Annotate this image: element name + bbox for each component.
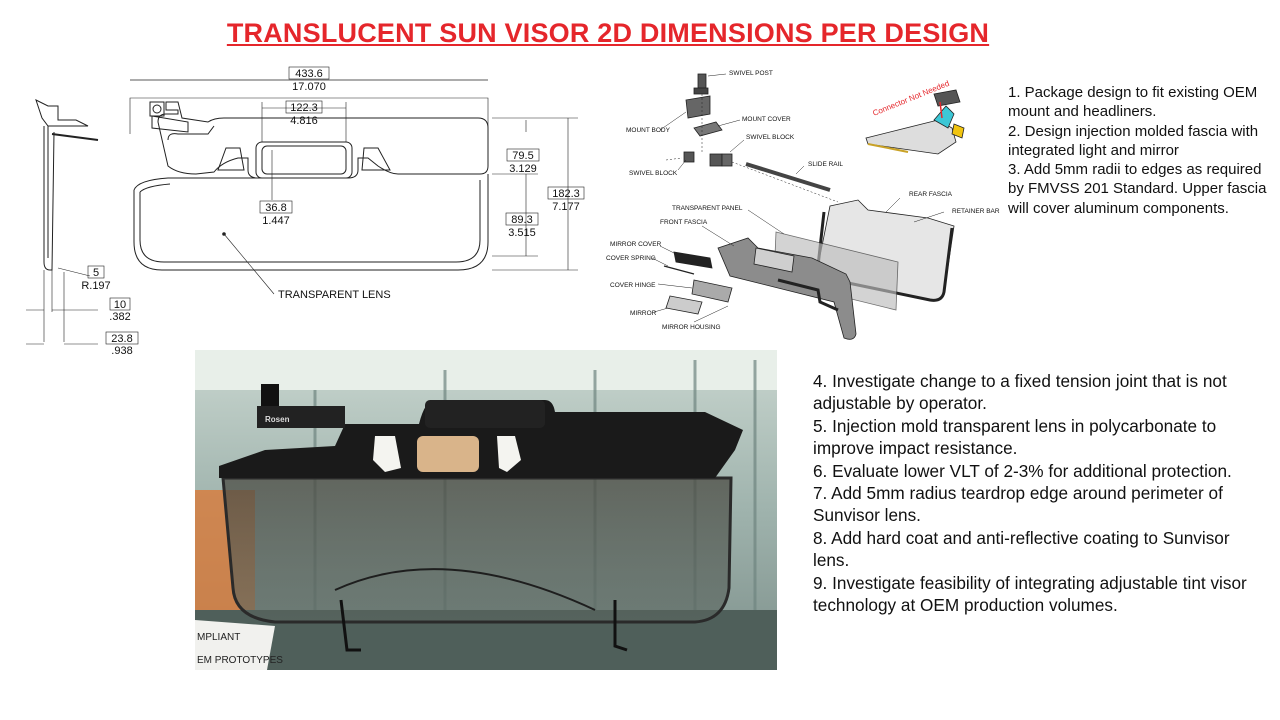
note-3: 3. Add 5mm radii to edges as required by… bbox=[1008, 161, 1267, 217]
thickness-b-in: .938 bbox=[111, 345, 132, 357]
note-8: 8. Add hard coat and anti-reflective coa… bbox=[813, 527, 1230, 571]
mount-height-in: 3.129 bbox=[509, 163, 537, 175]
label-slide-rail: SLIDE RAIL bbox=[808, 161, 843, 168]
label-mirror: MIRROR bbox=[630, 310, 657, 317]
note-7: 7. Add 5mm radius teardrop edge around p… bbox=[813, 483, 1223, 526]
note-2: 2. Design injection molded fascia with i… bbox=[1008, 122, 1259, 159]
note-1: 1. Package design to fit existing OEM mo… bbox=[1008, 84, 1258, 121]
label-mirror-housing: MIRROR HOUSING bbox=[662, 324, 721, 331]
label-mirror-cover: MIRROR COVER bbox=[610, 241, 662, 248]
overall-height-mm: 182.3 bbox=[552, 188, 580, 200]
edge-radius-mm: 5 bbox=[93, 267, 99, 279]
overall-width-in: 17.070 bbox=[292, 81, 326, 93]
label-retainer-bar: RETAINER BAR bbox=[952, 208, 1000, 215]
thickness-a-mm: 10 bbox=[114, 299, 126, 311]
exploded-view: SWIVEL POST MOUNT COVER MOUNT BODY SWIVE… bbox=[606, 70, 1000, 340]
lens-height-in: 3.515 bbox=[508, 227, 536, 239]
overall-height-in: 7.177 bbox=[552, 201, 580, 213]
prototype-photo: MPLIANT EM PROTOTYPES Rosen bbox=[195, 350, 777, 670]
label-swivel-post: SWIVEL POST bbox=[729, 70, 773, 77]
label-mount-body: MOUNT BODY bbox=[626, 127, 671, 134]
label-cover-spring: COVER SPRING bbox=[606, 255, 656, 262]
note-4: 4. Investigate change to a fixed tension… bbox=[813, 371, 1227, 414]
transparent-lens-label: TRANSPARENT LENS bbox=[278, 289, 391, 301]
cutout-depth-mm: 36.8 bbox=[265, 202, 286, 214]
center-cutout-mm: 122.3 bbox=[290, 102, 318, 114]
cutout-depth-in: 1.447 bbox=[262, 215, 290, 227]
page-title: TRANSLUCENT SUN VISOR 2D DIMENSIONS PER … bbox=[226, 18, 990, 48]
note-6: 6. Evaluate lower VLT of 2-3% for additi… bbox=[813, 460, 1232, 481]
center-cutout-in: 4.816 bbox=[290, 115, 318, 127]
thickness-b-mm: 23.8 bbox=[111, 333, 132, 345]
lens-height-mm: 89.3 bbox=[511, 214, 532, 226]
brand-logo: Rosen bbox=[265, 415, 290, 424]
sign-line-2: EM PROTOTYPES bbox=[197, 655, 283, 666]
notes-bottom: 4. Investigate change to a fixed tension… bbox=[813, 370, 1258, 616]
mount-height-mm: 79.5 bbox=[512, 150, 533, 162]
overall-width-mm: 433.6 bbox=[295, 68, 323, 80]
label-transparent-panel: TRANSPARENT PANEL bbox=[672, 205, 743, 212]
label-swivel-block-1: SWIVEL BLOCK bbox=[746, 134, 795, 141]
edge-radius-in: R.197 bbox=[81, 280, 110, 292]
thickness-a-in: .382 bbox=[109, 311, 130, 323]
label-front-fascia: FRONT FASCIA bbox=[660, 219, 708, 226]
notes-top: 1. Package design to fit existing OEM mo… bbox=[1008, 83, 1270, 218]
label-rear-fascia: REAR FASCIA bbox=[909, 191, 953, 198]
dimension-drawing: 433.6 17.070 122.3 4.816 79.5 3.129 182.… bbox=[26, 66, 585, 357]
sign-line-1: MPLIANT bbox=[197, 632, 240, 643]
label-mount-cover: MOUNT COVER bbox=[742, 116, 791, 123]
note-9: 9. Investigate feasibility of integratin… bbox=[813, 572, 1247, 616]
note-5: 5. Injection mold transparent lens in po… bbox=[813, 415, 1217, 459]
label-cover-hinge: COVER HINGE bbox=[610, 282, 656, 289]
label-swivel-block-2: SWIVEL BLOCK bbox=[629, 170, 678, 177]
